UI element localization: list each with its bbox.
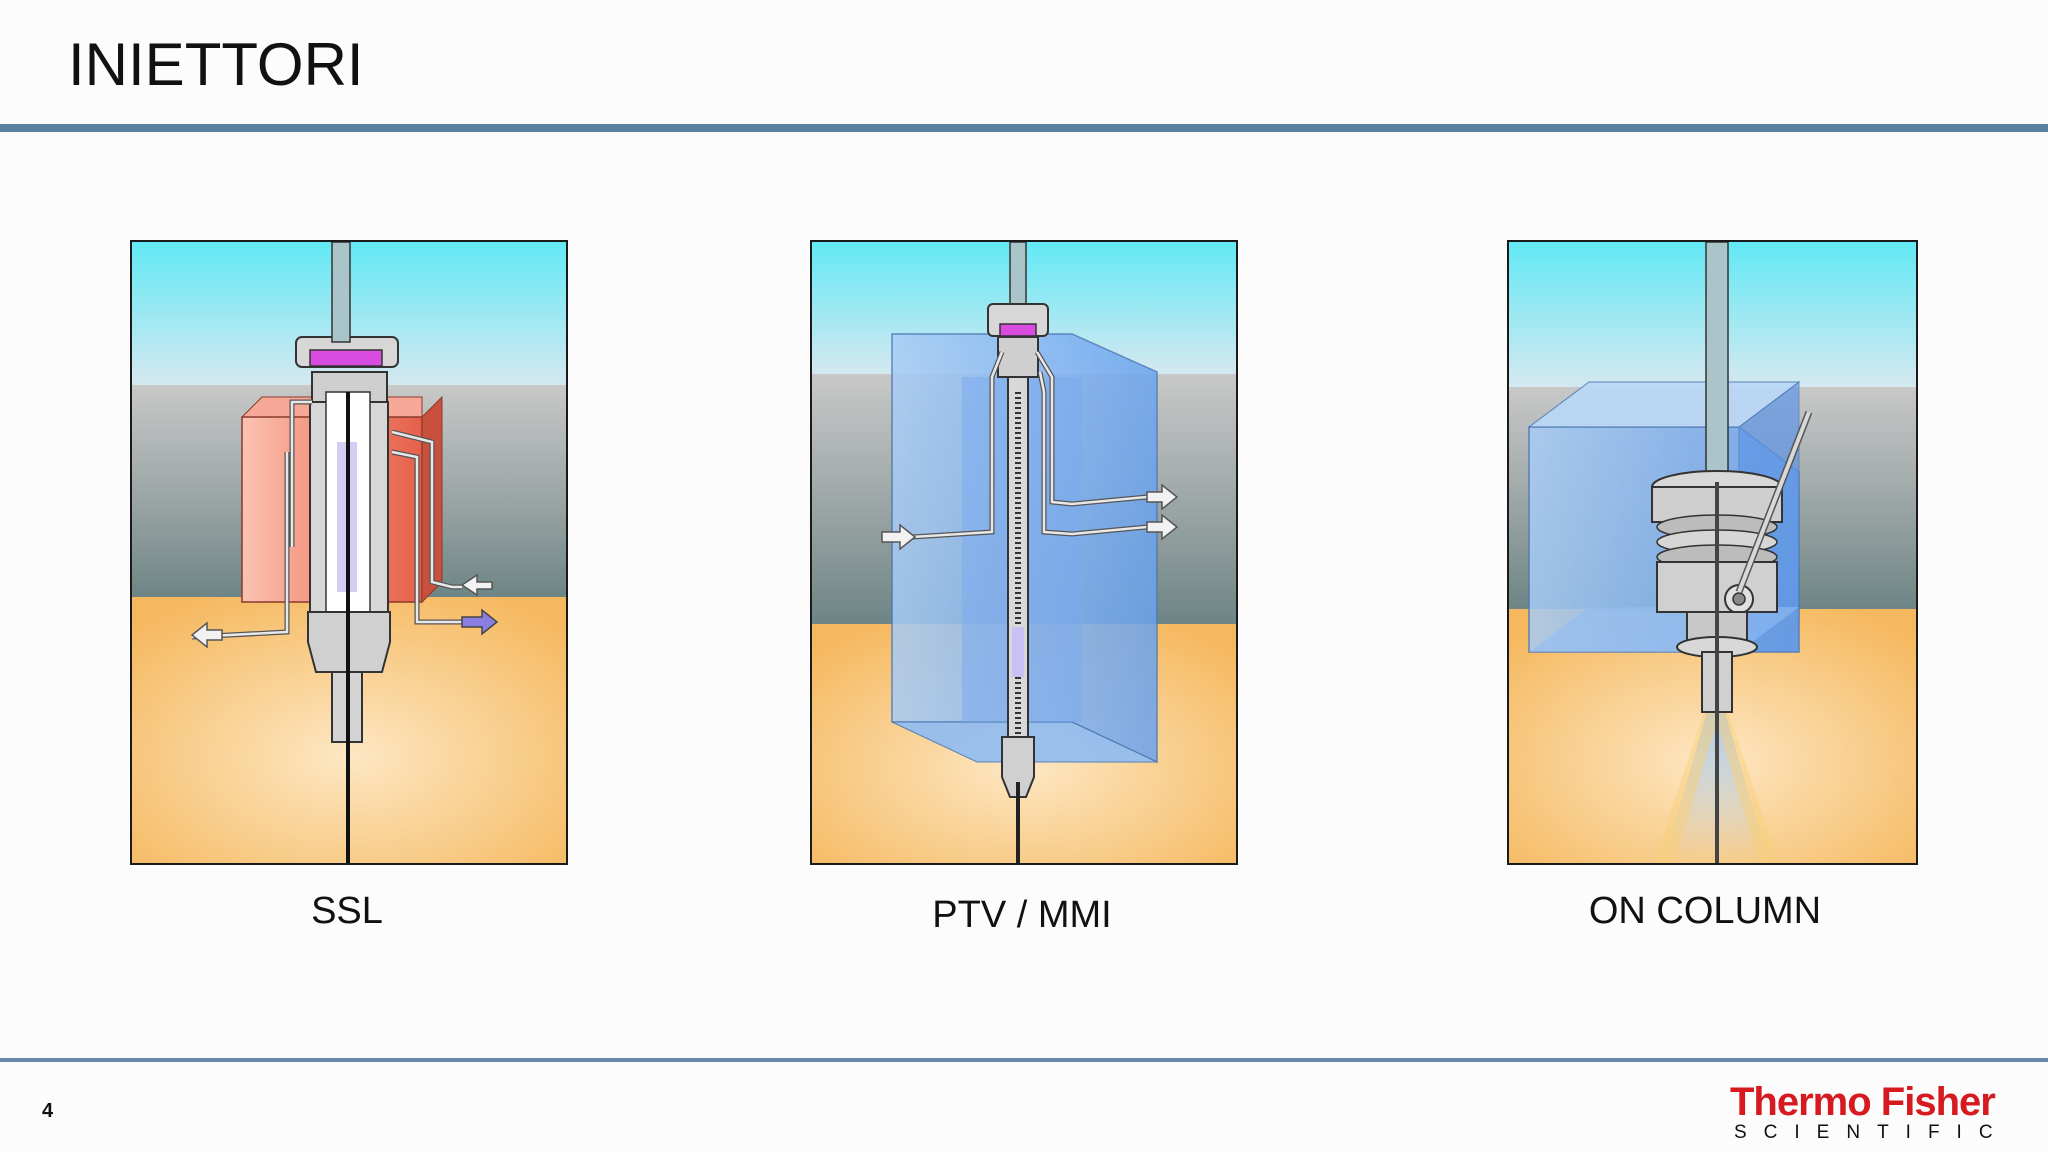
on-column-caption: ON COLUMN xyxy=(1588,890,1822,932)
footer-divider xyxy=(0,1058,2048,1062)
ssl-caption: SSL xyxy=(311,890,383,932)
on-column-injector-diagram xyxy=(1507,240,1918,865)
ssl-injector-diagram xyxy=(130,240,568,865)
logo-wordmark: Thermo Fisher xyxy=(1730,1080,1996,1124)
title-divider xyxy=(0,124,2048,132)
slide-title: INIETTORI xyxy=(68,31,364,98)
thermo-fisher-logo: Thermo Fisher SCIENTIFIC xyxy=(1730,1080,2010,1143)
logo-tagline: SCIENTIFIC xyxy=(1734,1122,2010,1143)
ptv-mmi-injector-diagram xyxy=(810,240,1238,865)
page-number: 4 xyxy=(42,1100,54,1122)
ptv-mmi-caption: PTV / MMI xyxy=(932,894,1112,936)
